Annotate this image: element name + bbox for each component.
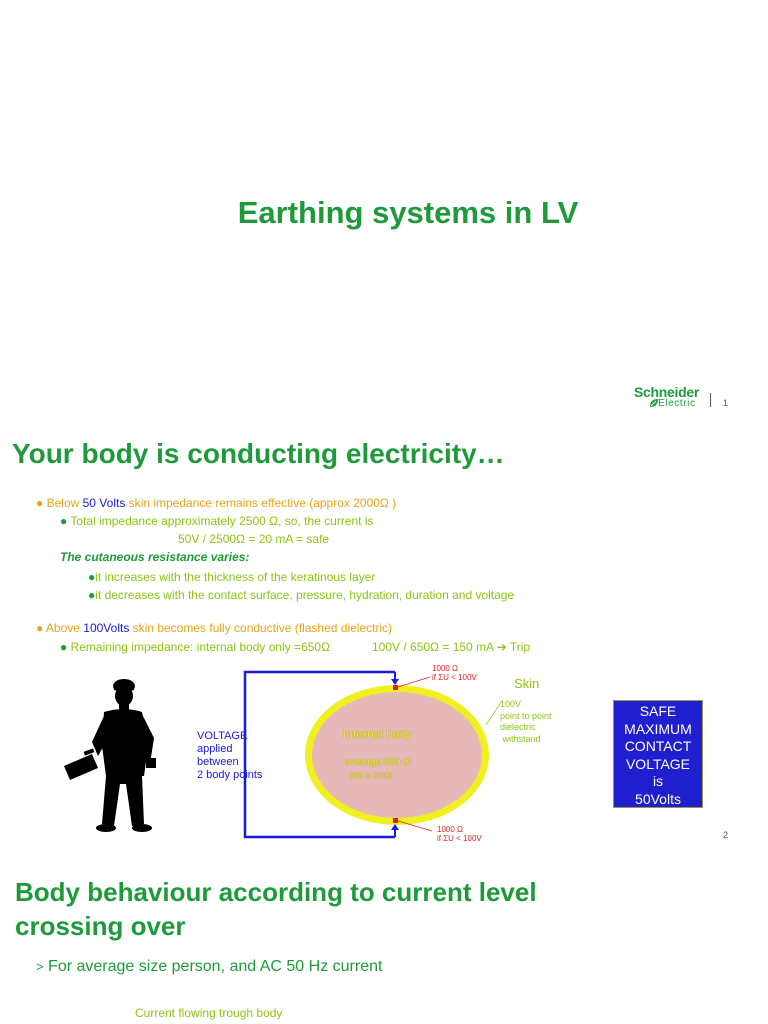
worker-silhouette-icon: [64, 679, 156, 832]
dielectric-note: 100V point to point dielectric withstand: [500, 699, 552, 744]
bullet-below-50v: ● Below 50 Volts skin impedance remains …: [36, 496, 397, 510]
voltage-wire: [243, 670, 395, 839]
slide-title: Earthing systems in LV: [237, 195, 579, 230]
schneider-logo: Schneider Electric: [632, 384, 712, 412]
bottom-resistance-note: 1000 Ω if ΣU < 100V: [437, 825, 482, 843]
cutaneous-item-1: ●it increases with the thickness of the …: [88, 570, 376, 584]
logo-divider: [710, 393, 711, 407]
skin-label: Skin: [514, 676, 540, 691]
formula-safe: 50V / 2500Ω = 20 mA = safe: [178, 532, 330, 546]
sub-bullet-total-impedance: ● Total impedance approximately 2500 Ω, …: [60, 514, 374, 528]
arrow-down-icon: [391, 679, 399, 685]
logo-subtext: Electric: [658, 398, 696, 409]
cutaneous-item-2: ●it decreases with the contact surface, …: [88, 588, 515, 602]
contact-point-top: [393, 685, 398, 690]
slide-title: Your body is conducting electricity…: [12, 438, 505, 469]
arrow-up-icon: [391, 824, 399, 830]
sub-bullet-remaining-impedance: ● Remaining impedance: internal body onl…: [60, 640, 331, 654]
formula-trip: 100V / 650Ω = 150 mA ➔ Trip: [372, 640, 531, 654]
top-resistance-note: 1000 Ω if ΣU < 100V: [432, 664, 477, 682]
logo-text: Schneider: [634, 384, 699, 400]
body-circuit-diagram: [243, 670, 503, 839]
contact-point-bottom: [393, 818, 398, 823]
average-impedance-label: average 650 Ω: [345, 757, 411, 768]
page-number: 2: [723, 830, 729, 840]
bullet-average-person: > For average size person, and AC 50 Hz …: [36, 958, 383, 975]
page-number: 1: [723, 398, 729, 408]
voltage-label: VOLTAGE applied between 2 body points: [197, 730, 263, 781]
safe-voltage-box: SAFE MAXIMUM CONTACT VOLTAGE is 50Volts: [613, 700, 703, 808]
impedance-range-label: (300 to 700Ω): [349, 773, 392, 780]
bullet-above-100v: ● Above 100Volts skin becomes fully cond…: [36, 621, 393, 635]
internal-body-label: Internal body: [343, 727, 413, 741]
cutaneous-heading: The cutaneous resistance varies:: [60, 550, 250, 564]
internal-body-ellipse: [312, 692, 482, 818]
logo-leaf-icon: [650, 399, 658, 407]
current-caption: Current flowing trough body: [135, 1006, 283, 1020]
slide-title: Body behaviour according to current leve…: [15, 877, 537, 941]
